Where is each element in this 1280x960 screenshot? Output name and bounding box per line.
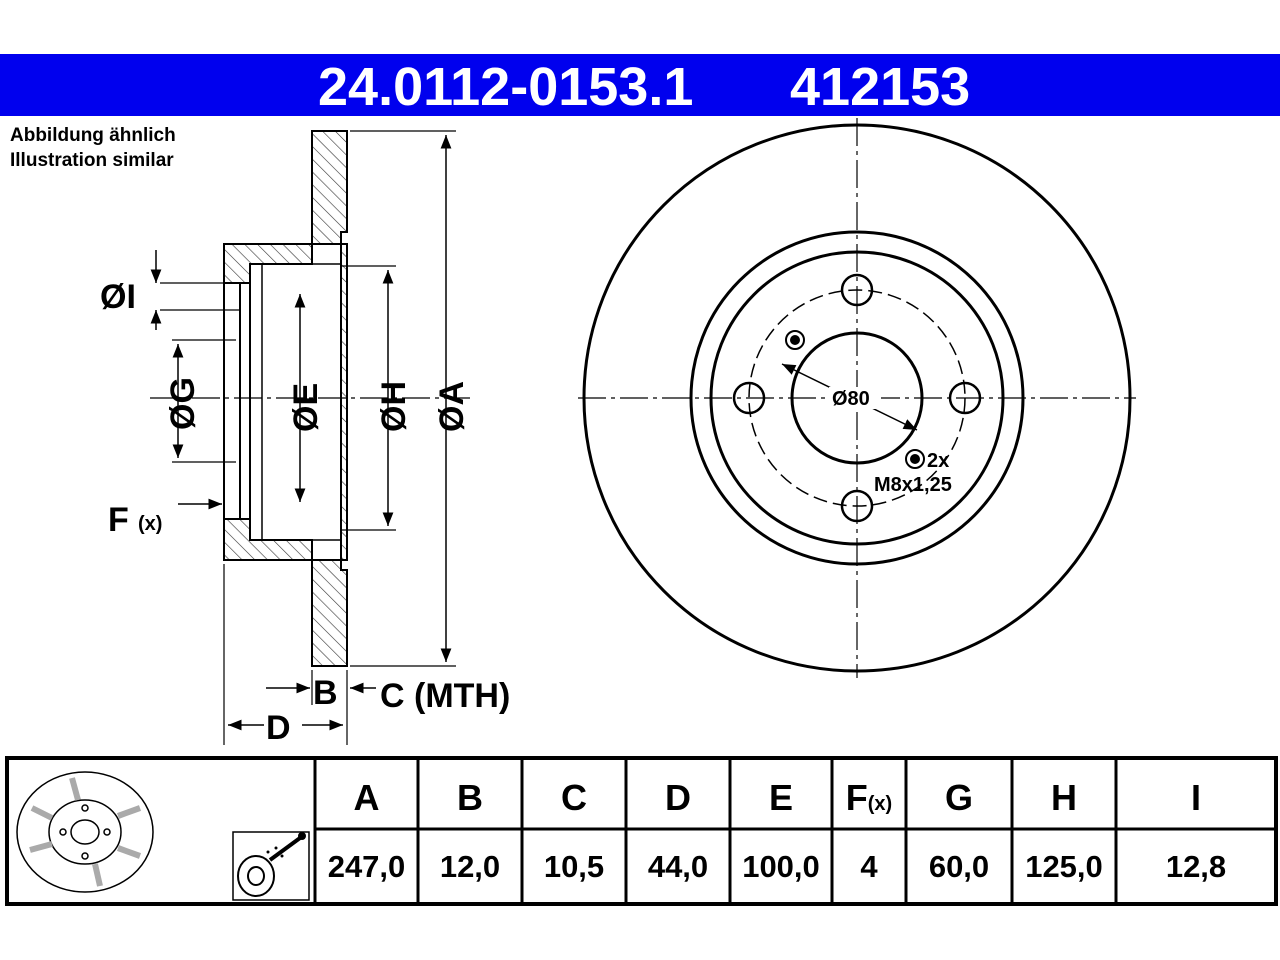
label-f: F (108, 501, 129, 539)
hub-bore (223, 282, 251, 520)
column-header-h: H (1051, 777, 1077, 818)
column-value-a: 247,0 (328, 849, 406, 884)
label-thread-size: M8x1,25 (874, 474, 952, 496)
label-diameter-a: ØA (433, 381, 471, 432)
brake-disc-thumbnail-icon (16, 771, 154, 893)
label-d: D (266, 709, 291, 747)
column-header-b: B (457, 777, 483, 818)
thread-hole-2 (905, 449, 925, 469)
column-value-d: 44,0 (648, 849, 708, 884)
column-value-g: 60,0 (929, 849, 989, 884)
label-diameter-e: ØE (287, 383, 325, 432)
label-diameter-h: ØH (375, 381, 413, 432)
label-pcd: Ø80 (832, 388, 870, 410)
coating-spray-icon (232, 831, 310, 901)
friction-ring-hatch (311, 130, 348, 667)
column-header-c: C (561, 777, 587, 818)
label-c-mth: C (MTH) (380, 677, 510, 715)
label-b: B (313, 674, 338, 712)
note-line-2: Illustration similar (10, 150, 174, 171)
column-value-c: 10,5 (544, 849, 604, 884)
label-f-sub: (x) (138, 513, 162, 535)
column-header-g: G (945, 777, 973, 818)
dimension-table: A 247,0 B 12,0 C 10,5 D 44,0 E 100,0 F(x) 4 G 60,0 H 12… (5, 756, 1278, 906)
label-diameter-i: ØI (100, 278, 136, 316)
article-number: 24.0112-0153.1 (318, 57, 694, 117)
reference-number: 412153 (790, 57, 971, 117)
column-header-e: E (769, 777, 793, 818)
column-value-f: 4 (860, 849, 878, 884)
column-value-e: 100,0 (742, 849, 820, 884)
column-value-b: 12,0 (440, 849, 500, 884)
note-line-1: Abbildung ähnlich (10, 125, 176, 146)
column-header-f-sub: (x) (868, 793, 892, 815)
thread-hole-1 (785, 330, 805, 350)
title-banner: 24.0112-0153.1 412153 (0, 54, 1280, 117)
column-value-i: 12,8 (1166, 849, 1226, 884)
label-diameter-g: ØG (164, 377, 202, 430)
column-header-i: I (1191, 777, 1201, 818)
column-header-a: A (354, 777, 380, 818)
column-header-f: F(x) (846, 777, 892, 818)
section-view: ØI ØG ØE ØH ØA F (x) B C (MTH) D (100, 130, 510, 747)
column-value-h: 125,0 (1025, 849, 1103, 884)
column-header-d: D (665, 777, 691, 818)
label-thread-count: 2x (927, 450, 949, 472)
